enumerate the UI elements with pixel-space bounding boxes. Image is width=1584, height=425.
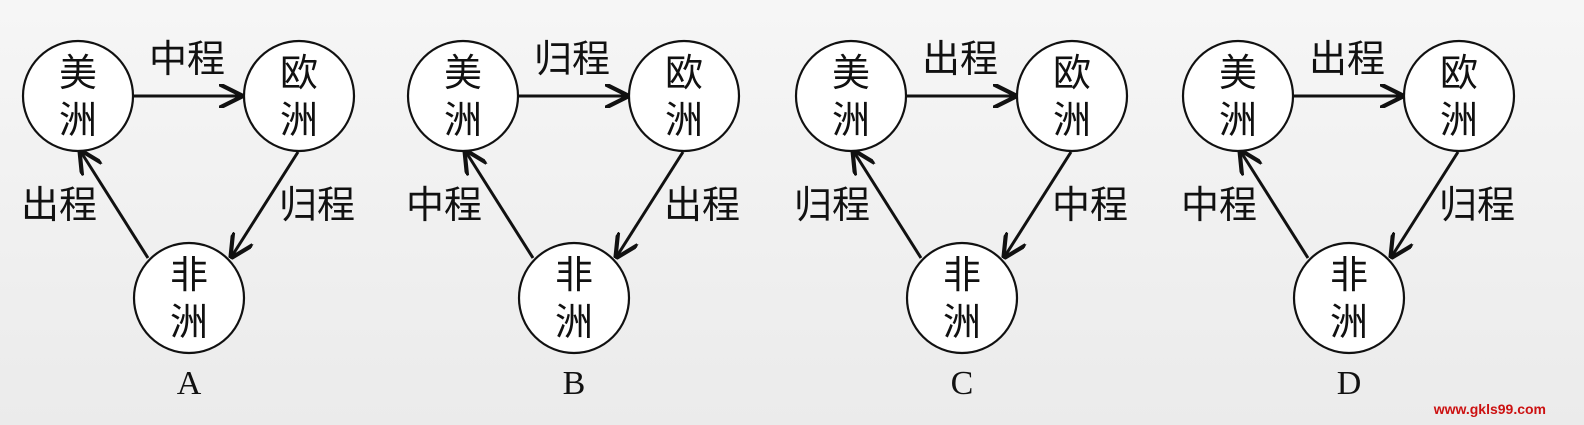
- node-america-char-2: 洲: [444, 98, 482, 142]
- label-europe-to-africa: 中程: [1052, 183, 1128, 227]
- node-africa-char-2: 洲: [555, 300, 593, 344]
- node-africa: [1292, 241, 1406, 355]
- label-europe-to-africa: 出程: [664, 183, 740, 227]
- arrow-europe-to-africa: [232, 151, 300, 256]
- node-europe-char-1: 欧: [280, 51, 318, 95]
- arrow-europe-to-africa: [617, 151, 685, 256]
- node-africa: [905, 241, 1019, 355]
- node-america-char-1: 美: [1219, 51, 1257, 95]
- node-europe: [1402, 39, 1516, 153]
- node-america: [406, 39, 520, 153]
- label-africa-to-america: 出程: [21, 183, 97, 227]
- arrow-europe-to-africa: [1005, 151, 1073, 256]
- node-america-char-1: 美: [59, 51, 97, 95]
- node-europe-char-2: 洲: [1053, 98, 1091, 142]
- label-africa-to-america: 中程: [1181, 183, 1257, 227]
- option-label-a: A: [177, 365, 202, 402]
- option-label-b: B: [563, 365, 586, 402]
- node-africa: [517, 241, 631, 355]
- label-america-to-europe: 出程: [1309, 37, 1385, 81]
- node-europe-char-1: 欧: [665, 51, 703, 95]
- label-europe-to-africa: 归程: [279, 183, 355, 227]
- diagram-option-c: 美 洲 欧 洲 非 洲 出程 中程 归程 C: [794, 37, 1129, 402]
- option-label-c: C: [951, 365, 974, 402]
- node-europe: [1015, 39, 1129, 153]
- diagram-option-d: 美 洲 欧 洲 非 洲 出程 归程 中程 D: [1181, 37, 1516, 402]
- node-america-char-2: 洲: [832, 98, 870, 142]
- node-europe: [242, 39, 356, 153]
- label-america-to-europe: 中程: [149, 37, 225, 81]
- node-america-char-2: 洲: [59, 98, 97, 142]
- arrow-africa-to-america: [466, 152, 535, 259]
- arrow-africa-to-america: [1241, 152, 1310, 259]
- node-africa: [132, 241, 246, 355]
- node-europe-char-1: 欧: [1440, 51, 1478, 95]
- option-label-d: D: [1337, 365, 1362, 402]
- node-africa-char-1: 非: [555, 253, 593, 297]
- node-africa-char-2: 洲: [170, 300, 208, 344]
- arrow-africa-to-america: [854, 152, 923, 259]
- node-europe-char-1: 欧: [1053, 51, 1091, 95]
- node-europe-char-2: 洲: [280, 98, 318, 142]
- diagram-option-b: 美 洲 欧 洲 非 洲 归程 出程 中程 B: [406, 37, 741, 402]
- node-america-char-1: 美: [444, 51, 482, 95]
- label-america-to-europe: 归程: [534, 37, 610, 81]
- node-america: [794, 39, 908, 153]
- diagram-option-a: 美 洲 欧 洲 非 洲 中程 归程 出程 A: [21, 37, 356, 402]
- node-america-char-1: 美: [832, 51, 870, 95]
- label-europe-to-africa: 归程: [1439, 183, 1515, 227]
- node-america-char-2: 洲: [1219, 98, 1257, 142]
- label-america-to-europe: 出程: [922, 37, 998, 81]
- label-africa-to-america: 中程: [406, 183, 482, 227]
- arrow-europe-to-africa: [1392, 151, 1460, 256]
- label-africa-to-america: 归程: [794, 183, 870, 227]
- node-america: [1181, 39, 1295, 153]
- node-africa-char-1: 非: [943, 253, 981, 297]
- node-america: [21, 39, 135, 153]
- node-europe-char-2: 洲: [665, 98, 703, 142]
- watermark-text: www.gkls99.com: [1433, 401, 1546, 417]
- node-europe-char-2: 洲: [1440, 98, 1478, 142]
- node-europe: [627, 39, 741, 153]
- node-africa-char-2: 洲: [1330, 300, 1368, 344]
- node-africa-char-1: 非: [170, 253, 208, 297]
- node-africa-char-1: 非: [1330, 253, 1368, 297]
- arrow-africa-to-america: [81, 152, 150, 259]
- node-africa-char-2: 洲: [943, 300, 981, 344]
